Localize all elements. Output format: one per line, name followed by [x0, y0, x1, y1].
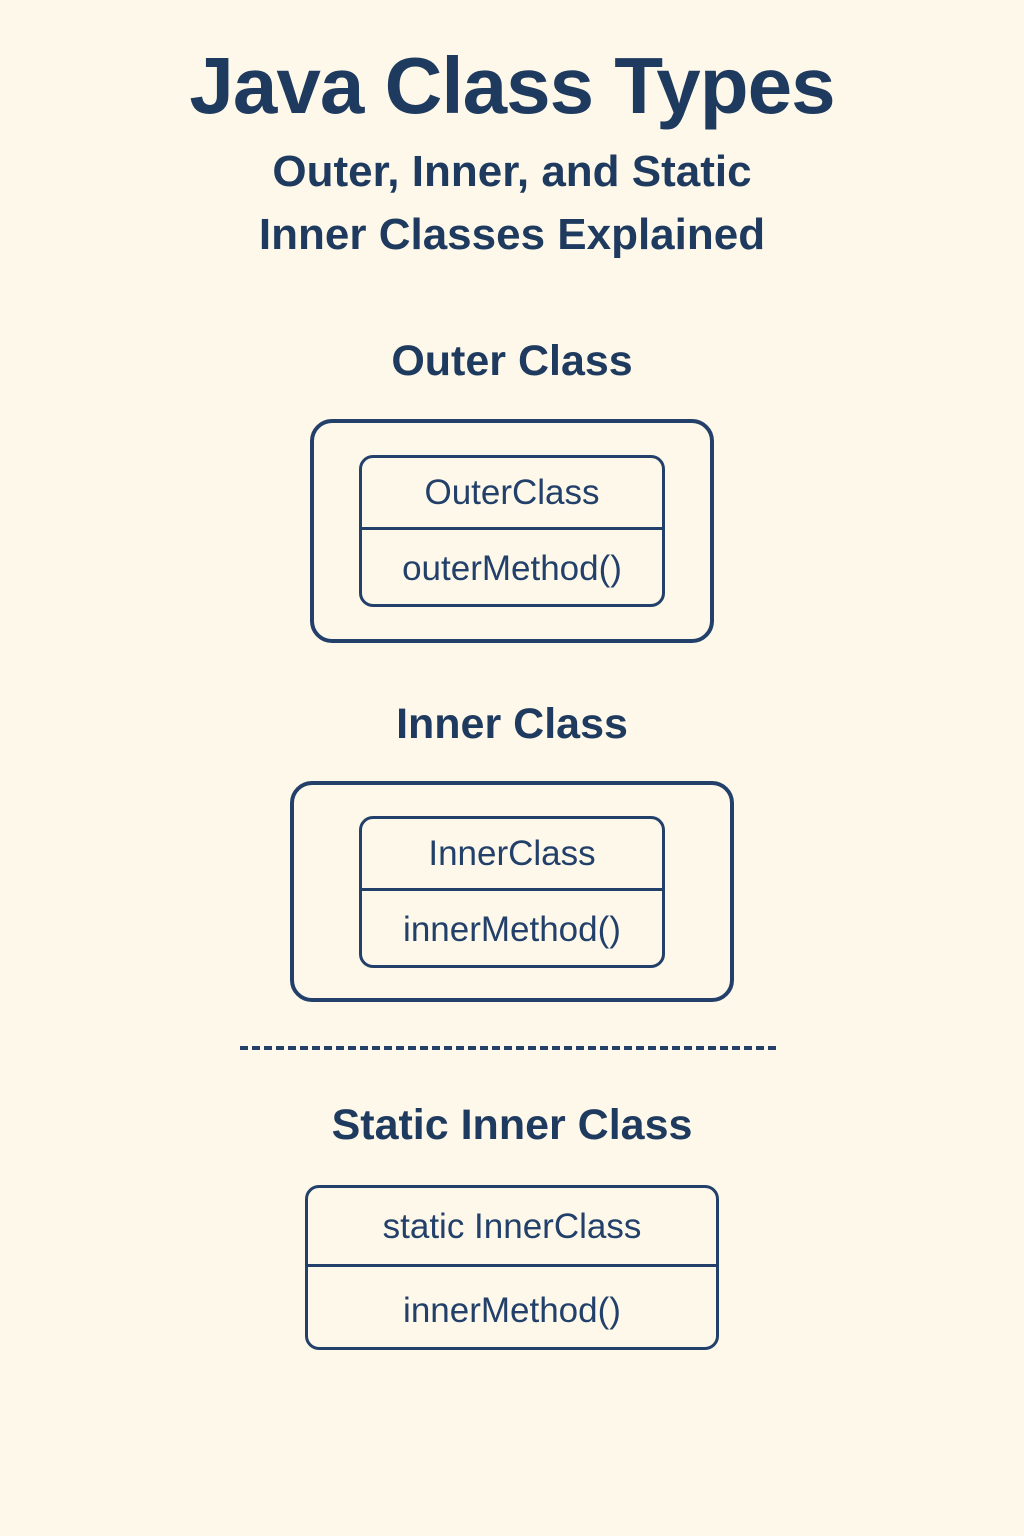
inner-class-container-box: InnerClass innerMethod(): [290, 781, 734, 1002]
page-subtitle: Outer, Inner, and Static Inner Classes E…: [0, 140, 1024, 267]
section-heading-inner-class: Inner Class: [396, 700, 628, 748]
page-title: Java Class Types: [189, 41, 835, 130]
class-card-method: outerMethod(): [402, 549, 622, 588]
section-static-inner-class: Static Inner Class static InnerClass inn…: [0, 1104, 1024, 1350]
class-card-static-inner: static InnerClass innerMethod(): [305, 1185, 719, 1350]
section-heading-static-inner-class: Static Inner Class: [331, 1101, 693, 1149]
class-card-name: OuterClass: [362, 458, 662, 530]
section-divider: [240, 1046, 776, 1050]
page-subtitle-line-1: Outer, Inner, and Static: [272, 147, 752, 196]
section-outer-class: Outer Class OuterClass outerMethod(): [0, 340, 1024, 643]
header: Java Class Types Outer, Inner, and Stati…: [0, 0, 1024, 267]
outer-class-container-box: OuterClass outerMethod(): [310, 419, 714, 643]
class-card-method: innerMethod(): [403, 909, 621, 949]
class-card-name: static InnerClass: [308, 1188, 716, 1267]
class-card-inner: InnerClass innerMethod(): [359, 815, 665, 968]
section-inner-class: Inner Class InnerClass innerMethod(): [0, 703, 1024, 1002]
class-card-method: innerMethod(): [403, 1290, 621, 1330]
page-subtitle-line-2: Inner Classes Explained: [258, 210, 766, 260]
section-heading-outer-class: Outer Class: [391, 337, 633, 385]
class-card-name: InnerClass: [362, 819, 662, 891]
class-card-outer: OuterClass outerMethod(): [359, 455, 665, 607]
